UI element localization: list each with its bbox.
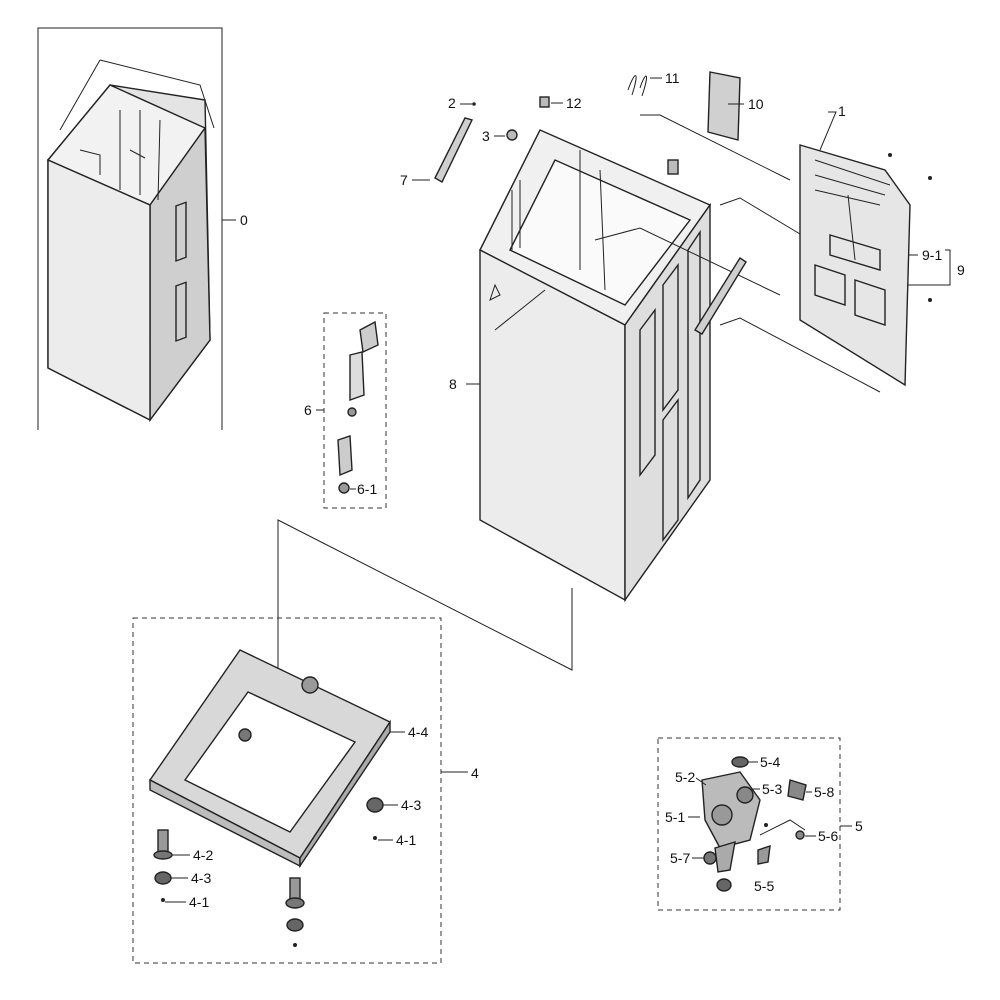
label-6: 6	[304, 402, 312, 418]
part-10	[707, 71, 741, 141]
label-6-1: 6-1	[357, 481, 377, 497]
label-0: 0	[240, 212, 248, 228]
label-4-3-left: 4-3	[191, 870, 211, 886]
label-5-4: 5-4	[760, 754, 780, 770]
foot-4-2	[153, 829, 173, 885]
label-4-1-left: 4-1	[189, 894, 209, 910]
assembly-6	[337, 320, 379, 494]
label-4: 4	[471, 765, 479, 781]
label-5-3: 5-3	[762, 781, 782, 797]
label-11: 11	[665, 70, 680, 86]
part-11	[627, 75, 647, 97]
bracket-7	[434, 117, 473, 183]
foot-front	[285, 877, 305, 947]
cabinet-8	[479, 129, 712, 603]
label-4-4: 4-4	[408, 724, 428, 740]
label-8: 8	[449, 376, 457, 392]
back-panel-9	[799, 144, 932, 387]
drain-pump-assembly-5	[701, 756, 807, 892]
base-frame-4	[148, 649, 392, 869]
label-5: 5	[855, 818, 863, 834]
foot-right	[366, 797, 384, 840]
label-9-1: 9-1	[922, 247, 942, 263]
part-12	[539, 96, 550, 108]
assembly-0-inset	[37, 27, 223, 430]
label-2: 2	[448, 95, 456, 111]
label-4-2: 4-2	[193, 847, 213, 863]
label-10: 10	[748, 96, 764, 112]
label-5-2: 5-2	[675, 769, 695, 785]
label-1: 1	[838, 103, 846, 119]
label-7: 7	[400, 172, 408, 188]
label-5-1: 5-1	[665, 809, 685, 825]
label-4-1-right: 4-1	[396, 832, 416, 848]
label-4-3-right: 4-3	[401, 797, 421, 813]
label-5-7: 5-7	[670, 850, 690, 866]
label-12: 12	[566, 95, 582, 111]
label-9: 9	[957, 262, 965, 278]
label-5-5: 5-5	[754, 878, 774, 894]
label-5-6: 5-6	[818, 828, 838, 844]
label-5-8: 5-8	[814, 784, 834, 800]
label-3: 3	[482, 128, 490, 144]
part-3	[506, 129, 518, 141]
